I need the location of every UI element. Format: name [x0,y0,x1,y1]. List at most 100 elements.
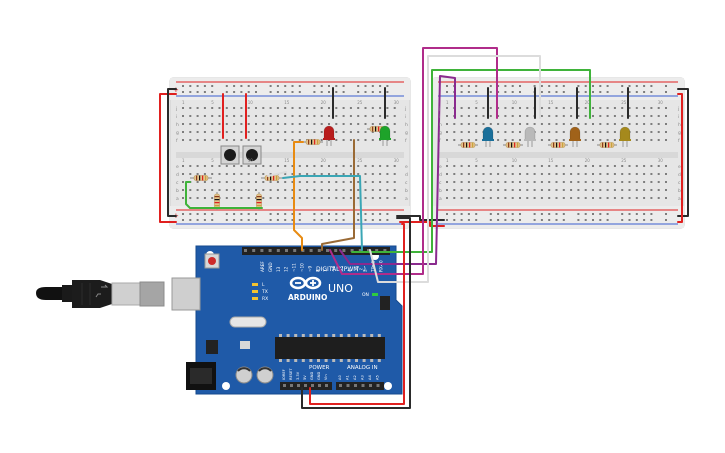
bb-left-rail-hole[interactable] [313,91,316,93]
bb-right-hole[interactable] [635,139,638,141]
bb-right-hole[interactable] [621,197,624,199]
bb-left-hole[interactable] [189,131,192,133]
bb-right-hole[interactable] [497,173,500,175]
bb-left-hole[interactable] [371,197,374,199]
bb-left-rail-hole[interactable] [313,85,316,87]
bb-right-hole[interactable] [606,197,609,199]
bb-right-rail-hole[interactable] [467,85,470,87]
bb-right-hole[interactable] [650,131,653,133]
bb-right-rail-hole[interactable] [519,213,521,215]
bb-left-hole[interactable] [298,181,301,183]
bb-right-hole[interactable] [540,173,543,175]
bb-right-hole[interactable] [504,181,507,183]
push-button-2[interactable] [242,145,262,165]
bb-left-hole[interactable] [306,173,309,175]
bb-right-hole[interactable] [635,197,638,199]
bb-left-rail-hole[interactable] [189,85,192,87]
bb-left-hole[interactable] [182,165,184,167]
bb-right-hole[interactable] [555,131,558,133]
bb-right-rail-hole[interactable] [475,219,478,221]
bb-right-rail-hole[interactable] [577,91,580,93]
bb-left-hole[interactable] [240,165,243,167]
bb-right-hole[interactable] [475,165,478,167]
bb-left-hole[interactable] [320,181,323,183]
bb-right-hole[interactable] [467,139,470,141]
bb-left-hole[interactable] [284,181,287,183]
bb-right-hole[interactable] [657,107,660,109]
bb-left-rail-hole[interactable] [211,219,214,221]
bb-left-rail-hole[interactable] [379,213,382,215]
bb-right-rail-hole[interactable] [665,213,667,215]
bb-left-hole[interactable] [284,173,287,175]
bb-right-hole[interactable] [533,197,536,199]
bb-right-hole[interactable] [497,115,500,117]
bb-left-hole[interactable] [357,139,360,141]
bb-right-hole[interactable] [570,173,573,175]
bb-right-rail-hole[interactable] [606,219,609,221]
bb-right-rail-hole[interactable] [599,91,602,93]
resistor-button-1[interactable] [190,175,212,181]
bb-right-hole[interactable] [635,131,638,133]
bb-left-hole[interactable] [284,107,287,109]
bb-left-hole[interactable] [371,115,374,117]
bb-right-hole[interactable] [497,123,500,125]
bb-right-hole[interactable] [467,197,470,199]
bb-left-hole[interactable] [393,107,396,109]
bb-right-hole[interactable] [548,131,551,133]
bb-left-rail-hole[interactable] [364,91,367,93]
bb-left-hole[interactable] [262,189,265,191]
bb-right-hole[interactable] [657,197,660,199]
bb-left-rail-hole[interactable] [342,91,345,93]
bb-left-rail-hole[interactable] [225,91,228,93]
bb-right-hole[interactable] [570,107,573,109]
bb-left-hole[interactable] [225,131,228,133]
bb-left-hole[interactable] [393,139,396,141]
bb-left-hole[interactable] [247,189,250,191]
bb-right-rail-hole[interactable] [621,91,624,93]
bb-right-rail-hole[interactable] [643,91,646,93]
bb-right-hole[interactable] [599,165,602,167]
bb-left-hole[interactable] [291,107,294,109]
bb-right-hole[interactable] [460,115,463,117]
digital-pin[interactable] [375,249,379,252]
bb-left-hole[interactable] [371,123,374,125]
push-button-1[interactable] [220,145,240,165]
bb-right-hole[interactable] [526,181,529,183]
bb-left-hole[interactable] [291,165,294,167]
bb-left-rail-hole[interactable] [291,91,294,93]
bb-right-hole[interactable] [606,173,609,175]
bb-right-rail-hole[interactable] [606,91,609,93]
bb-left-hole[interactable] [240,115,243,117]
bb-right-hole[interactable] [592,123,594,125]
bb-right-rail-hole[interactable] [540,219,543,221]
bb-right-hole[interactable] [519,165,521,167]
bb-right-hole[interactable] [657,189,660,191]
bb-left-hole[interactable] [255,189,257,191]
bb-right-hole[interactable] [606,107,609,109]
wire-uno-gnd[interactable] [301,217,411,409]
bb-left-rail-hole[interactable] [225,219,228,221]
usb-connector[interactable] [72,280,112,308]
bb-right-hole[interactable] [533,181,536,183]
bb-left-hole[interactable] [233,197,236,199]
bb-left-hole[interactable] [342,189,345,191]
bb-left-hole[interactable] [313,165,316,167]
bb-right-hole[interactable] [577,173,580,175]
bb-left-hole[interactable] [211,123,214,125]
bb-left-hole[interactable] [349,115,352,117]
bb-right-rail-hole[interactable] [489,219,492,221]
bb-right-hole[interactable] [526,189,529,191]
bb-right-hole[interactable] [562,131,565,133]
wire-pulldown-green[interactable] [185,181,263,209]
bb-right-hole[interactable] [504,115,507,117]
bb-left-hole[interactable] [189,189,192,191]
bb-left-rail-hole[interactable] [284,219,287,221]
bb-right-rail-hole[interactable] [635,213,638,215]
bb-right-hole[interactable] [584,181,587,183]
bb-right-hole[interactable] [460,123,463,125]
bb-right-hole[interactable] [460,197,463,199]
digital-pin[interactable] [334,249,338,252]
bb-left-rail-hole[interactable] [255,85,257,87]
bb-left-hole[interactable] [349,131,352,133]
bb-right-hole[interactable] [577,181,580,183]
